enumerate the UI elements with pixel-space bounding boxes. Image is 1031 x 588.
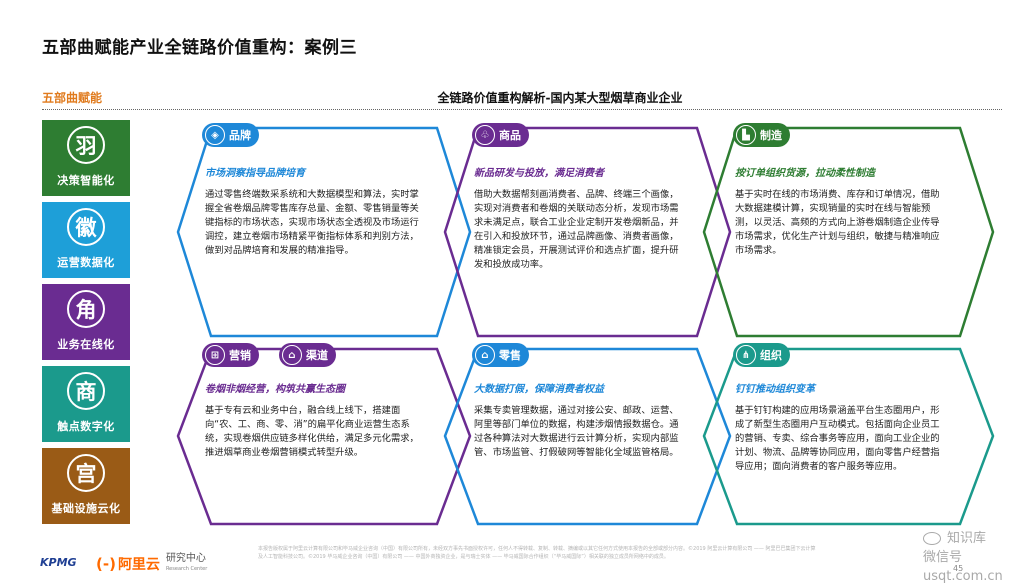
horn-glyph-icon: 角: [67, 290, 105, 328]
page-title: 五部曲赋能产业全链路价值重构：案例三: [42, 38, 357, 58]
sidebar-item-infrastructure: 宫 基础设施云化: [42, 448, 130, 524]
marketing-heading: 卷烟非烟经营，构筑共赢生态圈: [205, 384, 345, 395]
kpmg-logo: KPMG: [40, 556, 77, 569]
product-heading: 新品研发与投放，满足消费者: [474, 168, 604, 179]
wechat-watermark: 知识库 微信号 usqt.com.cn: [923, 529, 1031, 586]
sidebar-item-business: 角 业务在线化: [42, 284, 130, 360]
sidebar-item-label: 业务在线化: [57, 338, 115, 351]
card-outline-manufacture: [702, 126, 995, 338]
shield-icon: ◈: [205, 125, 225, 145]
channel-icon: ⌂: [282, 345, 302, 365]
product-body: 借助大数据帮刻画消费者、品牌、终端三个画像，实现对消费者和卷烟的关联动态分析，发…: [474, 189, 679, 270]
sidebar-item-operation: 徽 运营数据化: [42, 202, 130, 278]
marketing-tag-label: 营销: [229, 349, 251, 362]
channel-tag: ⌂ 渠道: [279, 343, 336, 367]
aliyun-name: 阿里云: [117, 557, 160, 573]
card-outline-marketing: [176, 347, 472, 526]
manufacture-body: 基于实时在线的市场消费、库存和订单情况，借助大数据建模计算，实现销量的实时在线与…: [735, 189, 940, 256]
brand-tag: ◈ 品牌: [202, 123, 259, 147]
channel-tag-label: 渠道: [306, 349, 328, 362]
card-outline-organization: [702, 347, 995, 526]
organization-body: 基于钉钉构建的应用场景涵盖平台生态圈用户，形成了新型生态圈用户互动模式。包括面向…: [735, 405, 940, 472]
research-center-label: 研究中心 Research Center: [166, 553, 207, 575]
brand-body: 通过零售终端数采系统和大数据模型和算法，实时掌握全省卷烟品牌零售库存总量、金额、…: [205, 189, 419, 256]
gift-icon: ⊞: [205, 345, 225, 365]
manufacture-tag: ▙ 制造: [733, 123, 790, 147]
sidebar-item-label: 触点数字化: [57, 420, 115, 433]
marketing-tag: ⊞ 营销: [202, 343, 259, 367]
card-outline-retail: [443, 347, 732, 526]
five-steps-sidebar: 羽 决策智能化 徽 运营数据化 角 业务在线化 商 触点数字化 宫 基础设施云化: [42, 120, 130, 530]
aliyun-mark-icon: (-): [96, 555, 116, 573]
sidebar-item-label: 基础设施云化: [51, 502, 121, 515]
research-center-en: Research Center: [165, 566, 208, 572]
factory-icon: ▙: [736, 125, 756, 145]
card-outline-product: [443, 126, 732, 338]
commerce-glyph-icon: 商: [67, 372, 105, 410]
wechat-icon: [923, 532, 941, 545]
card-outline-brand: [176, 126, 472, 338]
retail-heading: 大数据打假，保障消费者权益: [474, 384, 604, 395]
watermark-line1: 知识库: [947, 531, 987, 546]
title-divider: [42, 109, 1002, 110]
organization-tag-label: 组织: [760, 349, 782, 362]
palace-glyph-icon: 宫: [67, 454, 105, 492]
retail-tag: ⌂ 零售: [472, 343, 529, 367]
store-icon: ⌂: [475, 345, 495, 365]
retail-tag-label: 零售: [499, 349, 521, 362]
sidebar-item-label: 运营数据化: [57, 256, 115, 269]
watermark-line2: 微信号 usqt.com.cn: [923, 550, 1003, 584]
organization-tag: ⋔ 组织: [733, 343, 790, 367]
sidebar-item-label: 决策智能化: [57, 174, 115, 187]
brand-tag-label: 品牌: [229, 129, 251, 142]
manufacture-tag-label: 制造: [760, 129, 782, 142]
sidebar-item-touchpoint: 商 触点数字化: [42, 366, 130, 442]
aliyun-research-logo: (-) 阿里云 研究中心 Research Center: [96, 553, 207, 575]
page-number: 45: [953, 564, 964, 573]
manufacture-heading: 按订单组织货源，拉动柔性制造: [735, 168, 875, 179]
product-tag-label: 商品: [499, 129, 521, 142]
copyright-disclaimer: 本报告版权属于阿里云计算有限公司和毕马威企业咨询（中国）有限公司所有，未经双方事…: [258, 546, 816, 560]
shirt-icon: ♧: [475, 125, 495, 145]
sidebar-item-decision: 羽 决策智能化: [42, 120, 130, 196]
retail-body: 采集专卖管理数据，通过对接公安、邮政、运营、阿里等部门单位的数据，构建涉烟情报数…: [474, 405, 679, 458]
organization-heading: 钉钉推动组织变革: [735, 384, 815, 395]
feather-glyph-icon: 羽: [67, 126, 105, 164]
research-center-cn: 研究中心: [165, 553, 206, 564]
marketing-body: 基于专有云和业务中台，融合线上线下，搭建面向“农、工、商、零、消”的扁平化商业运…: [205, 405, 419, 458]
diagram-title: 全链路价值重构解析-国内某大型烟草商业企业: [437, 91, 683, 105]
section-label: 五部曲赋能: [42, 91, 103, 105]
org-chart-icon: ⋔: [736, 345, 756, 365]
emblem-glyph-icon: 徽: [67, 208, 105, 246]
product-tag: ♧ 商品: [472, 123, 529, 147]
brand-heading: 市场洞察指导品牌培育: [205, 168, 305, 179]
